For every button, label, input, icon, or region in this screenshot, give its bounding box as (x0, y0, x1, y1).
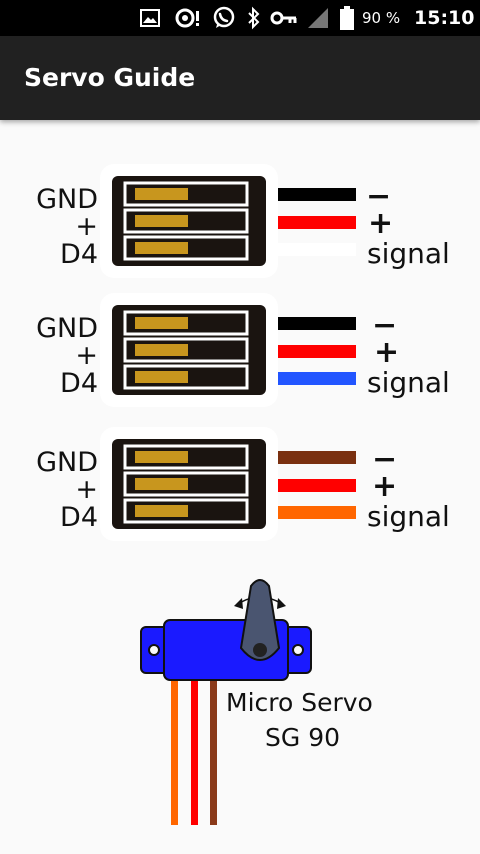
battery-percent: 90 % (362, 9, 401, 27)
pin-label-d4: D4 (60, 239, 98, 270)
connector-pin (135, 188, 188, 200)
wire-signal (278, 243, 356, 256)
wire-signal (278, 372, 356, 385)
connector-slot (123, 181, 249, 207)
pin-label-gnd: GND (36, 184, 98, 215)
servo-screw-hole (292, 644, 304, 656)
connector-slot (123, 364, 249, 390)
wire-power (278, 216, 356, 229)
wire-power (278, 345, 356, 358)
pin-label-plus: + (75, 340, 98, 371)
rotation-arrow-left-icon (234, 598, 243, 609)
symbol-minus: − (372, 442, 397, 477)
connector-pin (135, 215, 188, 227)
wire-signal (278, 506, 356, 519)
symbol-minus: − (366, 179, 391, 214)
connector-diagram-3: GND + D4 − + signal (36, 427, 450, 541)
symbol-plus: + (368, 206, 393, 241)
pin-label-gnd: GND (36, 447, 98, 478)
connector-diagram-2: GND + D4 − + signal (36, 293, 450, 407)
status-bar: 90 % 15:10 (0, 0, 480, 36)
whatsapp-icon (212, 0, 236, 36)
connector-pin (135, 242, 188, 254)
signal-label: signal (367, 366, 450, 399)
vpn-key-icon (270, 0, 298, 36)
servo-wiring-diagram: GND + D4 − + signal GND + D4 (36, 164, 450, 825)
connector-slot (123, 498, 249, 524)
wire-ground (278, 188, 356, 201)
signal-icon (306, 0, 330, 36)
connector-slot (123, 444, 249, 470)
servo-screw-hole (148, 644, 160, 656)
pin-label-gnd: GND (36, 313, 98, 344)
connector-slot (123, 235, 249, 261)
image-icon (140, 0, 160, 36)
connector-pin (135, 478, 188, 490)
signal-label: signal (367, 500, 450, 533)
servo-horn-hub (253, 643, 267, 657)
wire-ground (278, 317, 356, 330)
connector-pin (135, 317, 188, 329)
connector-slot (123, 471, 249, 497)
connector-pin (135, 371, 188, 383)
servo-model-line1: Micro Servo (226, 688, 373, 717)
symbol-plus: + (372, 469, 397, 504)
servo-model-line2: SG 90 (265, 723, 340, 752)
connector-pin (135, 344, 188, 356)
content: GND + D4 − + signal GND + D4 (0, 120, 480, 854)
signal-label: signal (367, 237, 450, 270)
app-bar: Servo Guide (0, 36, 480, 120)
pin-label-plus: + (75, 211, 98, 242)
connector-slot (123, 337, 249, 363)
wire-ground (278, 451, 356, 464)
battery-icon (340, 0, 354, 36)
connector-pin (135, 451, 188, 463)
sync-icon (174, 0, 202, 36)
symbol-plus: + (374, 335, 399, 370)
servo-lead-ground (210, 675, 217, 825)
wire-power (278, 479, 356, 492)
servo-lead-power (191, 675, 198, 825)
page-title: Servo Guide (24, 63, 196, 92)
connector-pin (135, 505, 188, 517)
clock: 15:10 (414, 7, 475, 29)
servo-illustration: Micro Servo SG 90 (140, 579, 373, 825)
pin-label-d4: D4 (60, 502, 98, 533)
connector-slot (123, 310, 249, 336)
connector-diagram-1: GND + D4 − + signal (36, 164, 450, 278)
pin-label-d4: D4 (60, 368, 98, 399)
servo-lead-signal (171, 675, 178, 825)
pin-label-plus: + (75, 474, 98, 505)
connector-slot (123, 208, 249, 234)
bluetooth-icon (246, 0, 262, 36)
servo-horn (239, 579, 281, 661)
rotation-arrow-right-icon (277, 598, 286, 609)
symbol-minus: − (372, 308, 397, 343)
